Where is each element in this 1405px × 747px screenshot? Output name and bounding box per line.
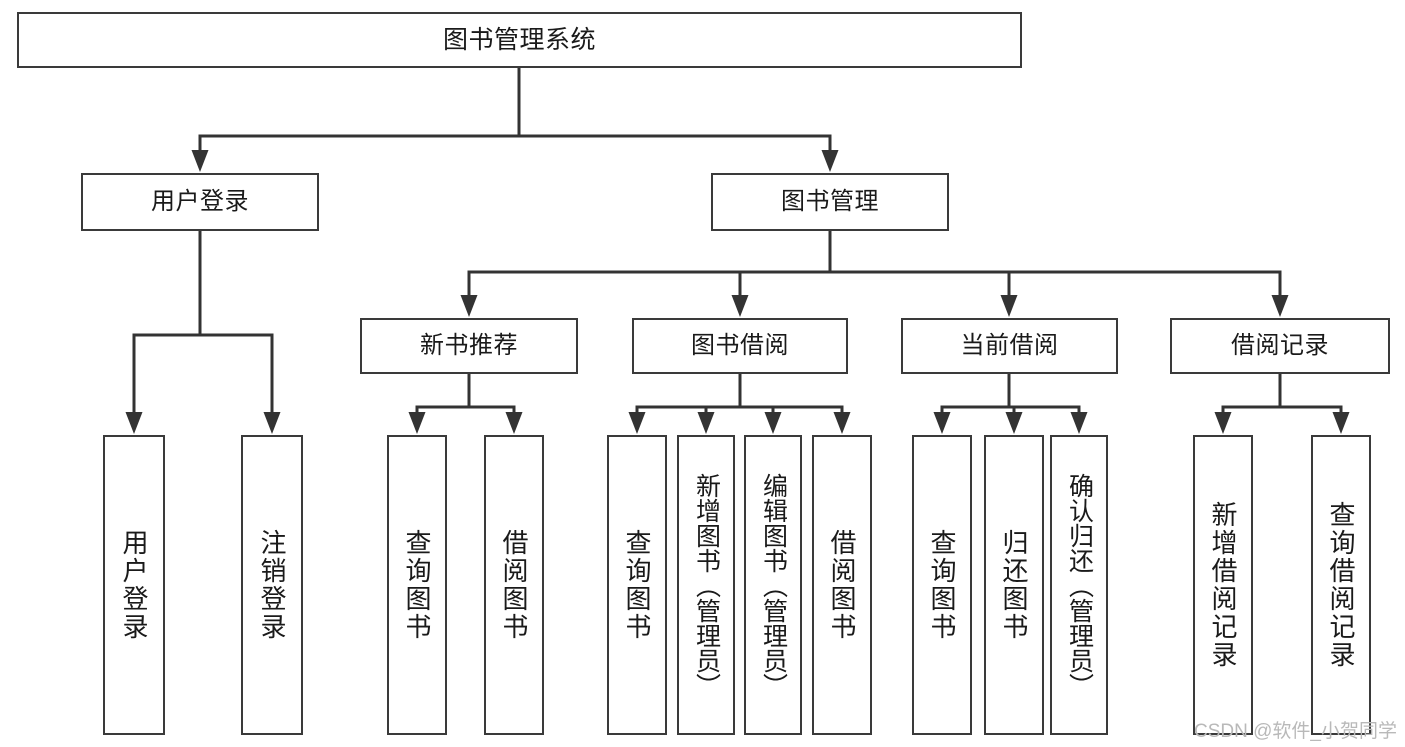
arrow-to-user-login-head <box>191 150 209 172</box>
node-root-book-management-system-label: 图书管理系统 <box>442 26 596 54</box>
arrow-to-leaf-add-borrow-record-head <box>1214 412 1232 434</box>
node-leaf-query-book-3[interactable]: 查询图书 <box>912 435 972 735</box>
arrow-to-leaf-edit-book-admin-head <box>764 412 782 434</box>
node-leaf-edit-book-admin-label: 编辑图书（管理员） <box>759 472 788 698</box>
node-leaf-logout-login[interactable]: 注销登录 <box>241 435 303 735</box>
arrow-to-leaf-query-book-1-head <box>408 412 426 434</box>
node-new-book-recommend[interactable]: 新书推荐 <box>360 318 578 374</box>
node-leaf-user-login[interactable]: 用户登录 <box>103 435 165 735</box>
node-leaf-confirm-return-admin[interactable]: 确认归还（管理员） <box>1050 435 1108 735</box>
arrow-to-book-borrow-head <box>731 295 749 317</box>
node-leaf-add-book-admin[interactable]: 新增图书（管理员） <box>677 435 735 735</box>
node-leaf-borrow-book-1[interactable]: 借阅图书 <box>484 435 544 735</box>
arrow-to-leaf-query-book-2-head <box>628 412 646 434</box>
node-leaf-query-book-3-label: 查询图书 <box>927 529 957 641</box>
node-leaf-add-book-admin-label: 新增图书（管理员） <box>692 472 721 698</box>
arrow-to-leaf-borrow-book-1-head <box>505 412 523 434</box>
node-leaf-return-book-label: 归还图书 <box>999 529 1029 641</box>
node-user-login-label: 用户登录 <box>151 187 249 215</box>
arrow-to-leaf-user-login-head <box>125 412 143 434</box>
node-leaf-user-login-label: 用户登录 <box>119 529 149 641</box>
node-leaf-confirm-return-admin-label: 确认归还（管理员） <box>1065 472 1094 698</box>
node-leaf-query-book-1[interactable]: 查询图书 <box>387 435 447 735</box>
node-leaf-add-borrow-record-label: 新增借阅记录 <box>1208 501 1238 669</box>
node-leaf-return-book[interactable]: 归还图书 <box>984 435 1044 735</box>
arrow-to-leaf-confirm-return-admin-head <box>1070 412 1088 434</box>
arrow-to-leaf-query-borrow-record-head <box>1332 412 1350 434</box>
node-book-borrow-label: 图书借阅 <box>691 331 789 359</box>
node-leaf-borrow-book-2[interactable]: 借阅图书 <box>812 435 872 735</box>
arrow-to-leaf-return-book-head <box>1005 412 1023 434</box>
node-leaf-logout-login-label: 注销登录 <box>257 529 287 641</box>
node-root-book-management-system[interactable]: 图书管理系统 <box>17 12 1022 68</box>
arrow-to-book-management-head <box>821 150 839 172</box>
node-leaf-query-book-2-label: 查询图书 <box>622 529 652 641</box>
node-book-management-label: 图书管理 <box>781 187 879 215</box>
node-leaf-query-borrow-record[interactable]: 查询借阅记录 <box>1311 435 1371 735</box>
node-book-management[interactable]: 图书管理 <box>711 173 949 231</box>
node-leaf-query-borrow-record-label: 查询借阅记录 <box>1326 501 1356 669</box>
node-leaf-add-borrow-record[interactable]: 新增借阅记录 <box>1193 435 1253 735</box>
arrow-to-new-book-recommend-head <box>460 295 478 317</box>
node-leaf-query-book-2[interactable]: 查询图书 <box>607 435 667 735</box>
arrow-to-leaf-query-book-3-head <box>933 412 951 434</box>
node-user-login[interactable]: 用户登录 <box>81 173 319 231</box>
watermark-text: CSDN @软件_小贺同学 <box>1194 721 1397 742</box>
arrow-to-current-borrow-head <box>1000 295 1018 317</box>
node-borrow-record[interactable]: 借阅记录 <box>1170 318 1390 374</box>
node-book-borrow[interactable]: 图书借阅 <box>632 318 848 374</box>
node-new-book-recommend-label: 新书推荐 <box>420 331 518 359</box>
node-leaf-borrow-book-1-label: 借阅图书 <box>499 529 529 641</box>
arrow-to-leaf-borrow-book-2-head <box>833 412 851 434</box>
node-borrow-record-label: 借阅记录 <box>1231 331 1329 359</box>
arrow-to-leaf-add-book-admin-head <box>697 412 715 434</box>
node-leaf-query-book-1-label: 查询图书 <box>402 529 432 641</box>
node-leaf-borrow-book-2-label: 借阅图书 <box>827 529 857 641</box>
node-leaf-edit-book-admin[interactable]: 编辑图书（管理员） <box>744 435 802 735</box>
arrow-to-leaf-logout-login-head <box>263 412 281 434</box>
node-current-borrow-label: 当前借阅 <box>960 331 1059 359</box>
arrow-to-borrow-record-head <box>1271 295 1289 317</box>
node-current-borrow[interactable]: 当前借阅 <box>901 318 1118 374</box>
